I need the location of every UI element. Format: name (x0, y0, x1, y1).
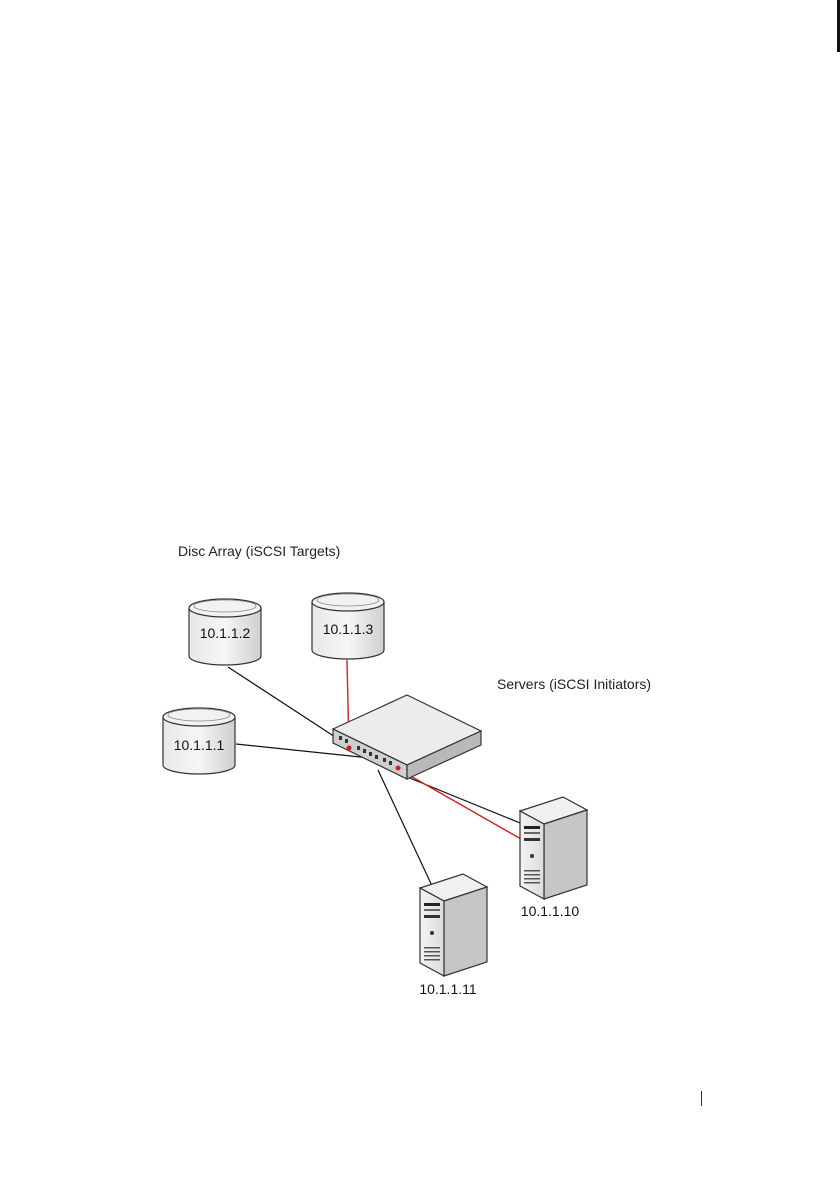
disk-ip: 10.1.1.2 (200, 625, 251, 641)
server-10-1-1-11: 10.1.1.11 (419, 874, 487, 997)
server-ip: 10.1.1.10 (521, 903, 580, 919)
link-server-10-1-1-10 (390, 770, 525, 825)
disk-ip: 10.1.1.1 (174, 737, 225, 753)
server-10-1-1-10: 10.1.1.10 (520, 797, 587, 919)
disk-10-1-1-3: 10.1.1.3 (312, 593, 384, 659)
link-server-10-1-1-10-active (400, 770, 528, 843)
server-ip: 10.1.1.11 (419, 981, 477, 997)
servers-label: Servers (iSCSI Initiators) (497, 676, 651, 692)
disk-10-1-1-2: 10.1.1.2 (189, 599, 261, 665)
link-server-10-1-1-11 (378, 770, 433, 888)
network-switch (333, 695, 481, 779)
disk-10-1-1-1: 10.1.1.1 (163, 708, 235, 774)
disk-ip: 10.1.1.3 (323, 621, 374, 637)
links (228, 660, 528, 888)
disc-array-label: Disc Array (iSCSI Targets) (178, 543, 340, 559)
